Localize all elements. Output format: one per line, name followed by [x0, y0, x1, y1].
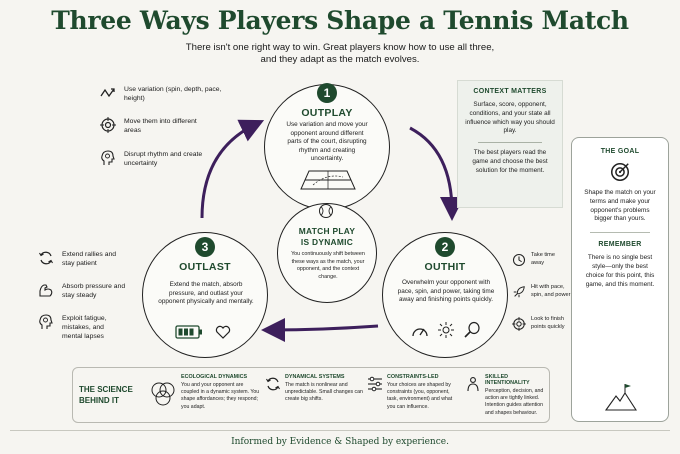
science-col-constraints-text: Your choices are shaped by constraints (…	[387, 382, 453, 410]
venn-icon	[151, 382, 175, 406]
outlast-item-absorb: Absorb pressure and stay steady	[38, 282, 138, 300]
footer-divider	[10, 430, 670, 431]
outplay-item-variation: Use variation (spin, depth, pace, height…	[100, 85, 230, 103]
outplay-text: Use variation and move your opponent aro…	[286, 121, 368, 163]
outlast-text: Extend the match, absorb pressure, and o…	[158, 281, 254, 306]
outplay-circle: 1 OUTPLAY Use variation and move your op…	[264, 83, 390, 210]
outhit-item-power: Hit with pace, spin, and power	[512, 284, 574, 299]
outlast-number-badge: 3	[195, 237, 215, 257]
battery-icon	[175, 325, 202, 339]
outhit-item-time-label: Take time away	[531, 252, 555, 266]
science-col-skilled-text: Perception, decision, and action are tig…	[485, 388, 544, 416]
muscle-icon	[39, 284, 53, 297]
science-col-skilled-title: SKILLED INTENTIONALITY	[485, 374, 530, 386]
cycle-icon	[266, 377, 280, 391]
target-icon	[100, 117, 116, 133]
remember-title: REMEMBER	[598, 241, 642, 249]
rocket-icon	[513, 285, 525, 297]
heart-icon	[215, 325, 231, 339]
outlast-item-exploit-label: Exploit fatigue, mistakes, and mental la…	[62, 315, 107, 340]
goal-title: THE GOAL	[600, 148, 640, 155]
sliders-icon	[368, 376, 382, 392]
science-col-ecological-text: You and your opponent are coupled in a d…	[181, 382, 260, 410]
tennis-ball-icon	[319, 204, 333, 218]
outlast-item-extend: Extend rallies and stay patient	[38, 250, 138, 268]
outhit-title: OUTHIT	[424, 261, 466, 273]
tennis-court-icon	[300, 170, 356, 190]
racket-icon	[464, 321, 480, 338]
outplay-item-variation-label: Use variation (spin, depth, pace, height…	[124, 86, 222, 102]
outhit-item-finish-label: Look to finish points quickly	[531, 316, 565, 330]
science-col-dynamical-text: The match is nonlinear and unpredictable…	[285, 382, 363, 403]
arrow-outhit-to-outlast	[261, 317, 379, 342]
target-icon	[610, 162, 630, 182]
science-col-dynamical: DYNAMICAL SYSTEMS The match is nonlinear…	[285, 374, 365, 404]
context-matters-text-1: Surface, score, opponent, conditions, an…	[465, 101, 555, 135]
outlast-item-extend-label: Extend rallies and stay patient	[62, 251, 117, 267]
science-title: THE SCIENCE BEHIND IT	[79, 384, 141, 406]
outlast-item-exploit: Exploit fatigue, mistakes, and mental la…	[38, 314, 138, 341]
subtitle-line-2: and they adapt as the match evolves.	[260, 54, 420, 65]
science-box: THE SCIENCE BEHIND IT ECOLOGICAL DYNAMIC…	[72, 367, 550, 423]
speed-gauge-icon	[412, 328, 428, 337]
subtitle-line-1: There isn't one right way to win. Great …	[185, 42, 495, 53]
outhit-number-badge: 2	[435, 237, 455, 257]
goal-box: THE GOAL Shape the match on your terms a…	[571, 137, 669, 422]
context-divider	[478, 142, 542, 144]
outlast-item-absorb-label: Absorb pressure and stay steady	[62, 283, 126, 299]
science-col-dynamical-title: DYNAMICAL SYSTEMS	[285, 374, 345, 380]
clock-icon	[512, 253, 526, 266]
outplay-item-move-label: Move them into different areas	[124, 118, 197, 134]
head-icon	[39, 314, 53, 329]
head-icon	[101, 150, 115, 165]
outplay-number-badge: 1	[317, 83, 337, 103]
science-col-ecological-title: ECOLOGICAL DYNAMICS	[181, 374, 248, 380]
outhit-text: Overwhelm your opponent with pace, spin,…	[397, 279, 495, 304]
outlast-circle: 3 OUTLAST Extend the match, absorb press…	[142, 232, 268, 358]
match-play-circle: MATCH PLAY IS DYNAMIC You continuously s…	[277, 203, 377, 303]
outplay-item-disrupt-label: Disrupt rhythm and create uncertainty	[124, 151, 203, 167]
outhit-item-finish: Look to finish points quickly	[512, 316, 574, 331]
match-play-text: You continuously shift between these way…	[291, 251, 365, 280]
science-col-constraints: CONSTRAINTS-LED Your choices are shaped …	[387, 374, 461, 411]
goal-divider	[590, 232, 650, 234]
outhit-item-time: Take time away	[512, 252, 574, 267]
outlast-title: OUTLAST	[179, 261, 231, 273]
science-title-line-1: THE SCIENCE	[79, 385, 133, 394]
page-subtitle: There isn't one right way to win. Great …	[0, 42, 680, 66]
outplay-title: OUTPLAY	[301, 107, 353, 119]
outplay-item-disrupt: Disrupt rhythm and create uncertainty	[100, 150, 230, 168]
remember-text: There is no single best style—only the b…	[585, 254, 655, 288]
person-icon	[467, 377, 479, 392]
footer-text: Informed by Evidence & Shaped by experie…	[231, 437, 449, 447]
science-title-line-2: BEHIND IT	[79, 396, 119, 405]
context-matters-box: CONTEXT MATTERS Surface, score, opponent…	[457, 80, 563, 208]
goal-text: Shape the match on your terms and make y…	[584, 189, 656, 223]
cycle-icon	[39, 251, 53, 265]
burst-icon	[438, 322, 454, 338]
arrow-outlast-to-outplay	[200, 119, 265, 219]
match-play-title-2: IS DYNAMIC	[300, 237, 354, 247]
science-col-constraints-title: CONSTRAINTS-LED	[387, 374, 439, 380]
context-matters-text-2: The best players read the game and choos…	[472, 149, 548, 174]
context-matters-title: CONTEXT MATTERS	[473, 88, 547, 95]
match-play-title-1: MATCH PLAY	[298, 226, 356, 236]
page-title: Three Ways Players Shape a Tennis Match	[51, 6, 629, 35]
outplay-item-move: Move them into different areas	[100, 117, 230, 135]
target-icon	[512, 316, 526, 331]
outhit-circle: 2 OUTHIT Overwhelm your opponent with pa…	[382, 232, 508, 358]
science-col-skilled: SKILLED INTENTIONALITY Perception, decis…	[485, 374, 547, 417]
science-col-ecological: ECOLOGICAL DYNAMICS You and your opponen…	[181, 374, 261, 411]
mountain-flag-icon	[605, 384, 637, 411]
outhit-item-power-label: Hit with pace, spin, and power	[531, 284, 571, 298]
variation-arrows-icon	[100, 88, 115, 98]
arrow-outplay-to-outhit	[409, 126, 464, 221]
